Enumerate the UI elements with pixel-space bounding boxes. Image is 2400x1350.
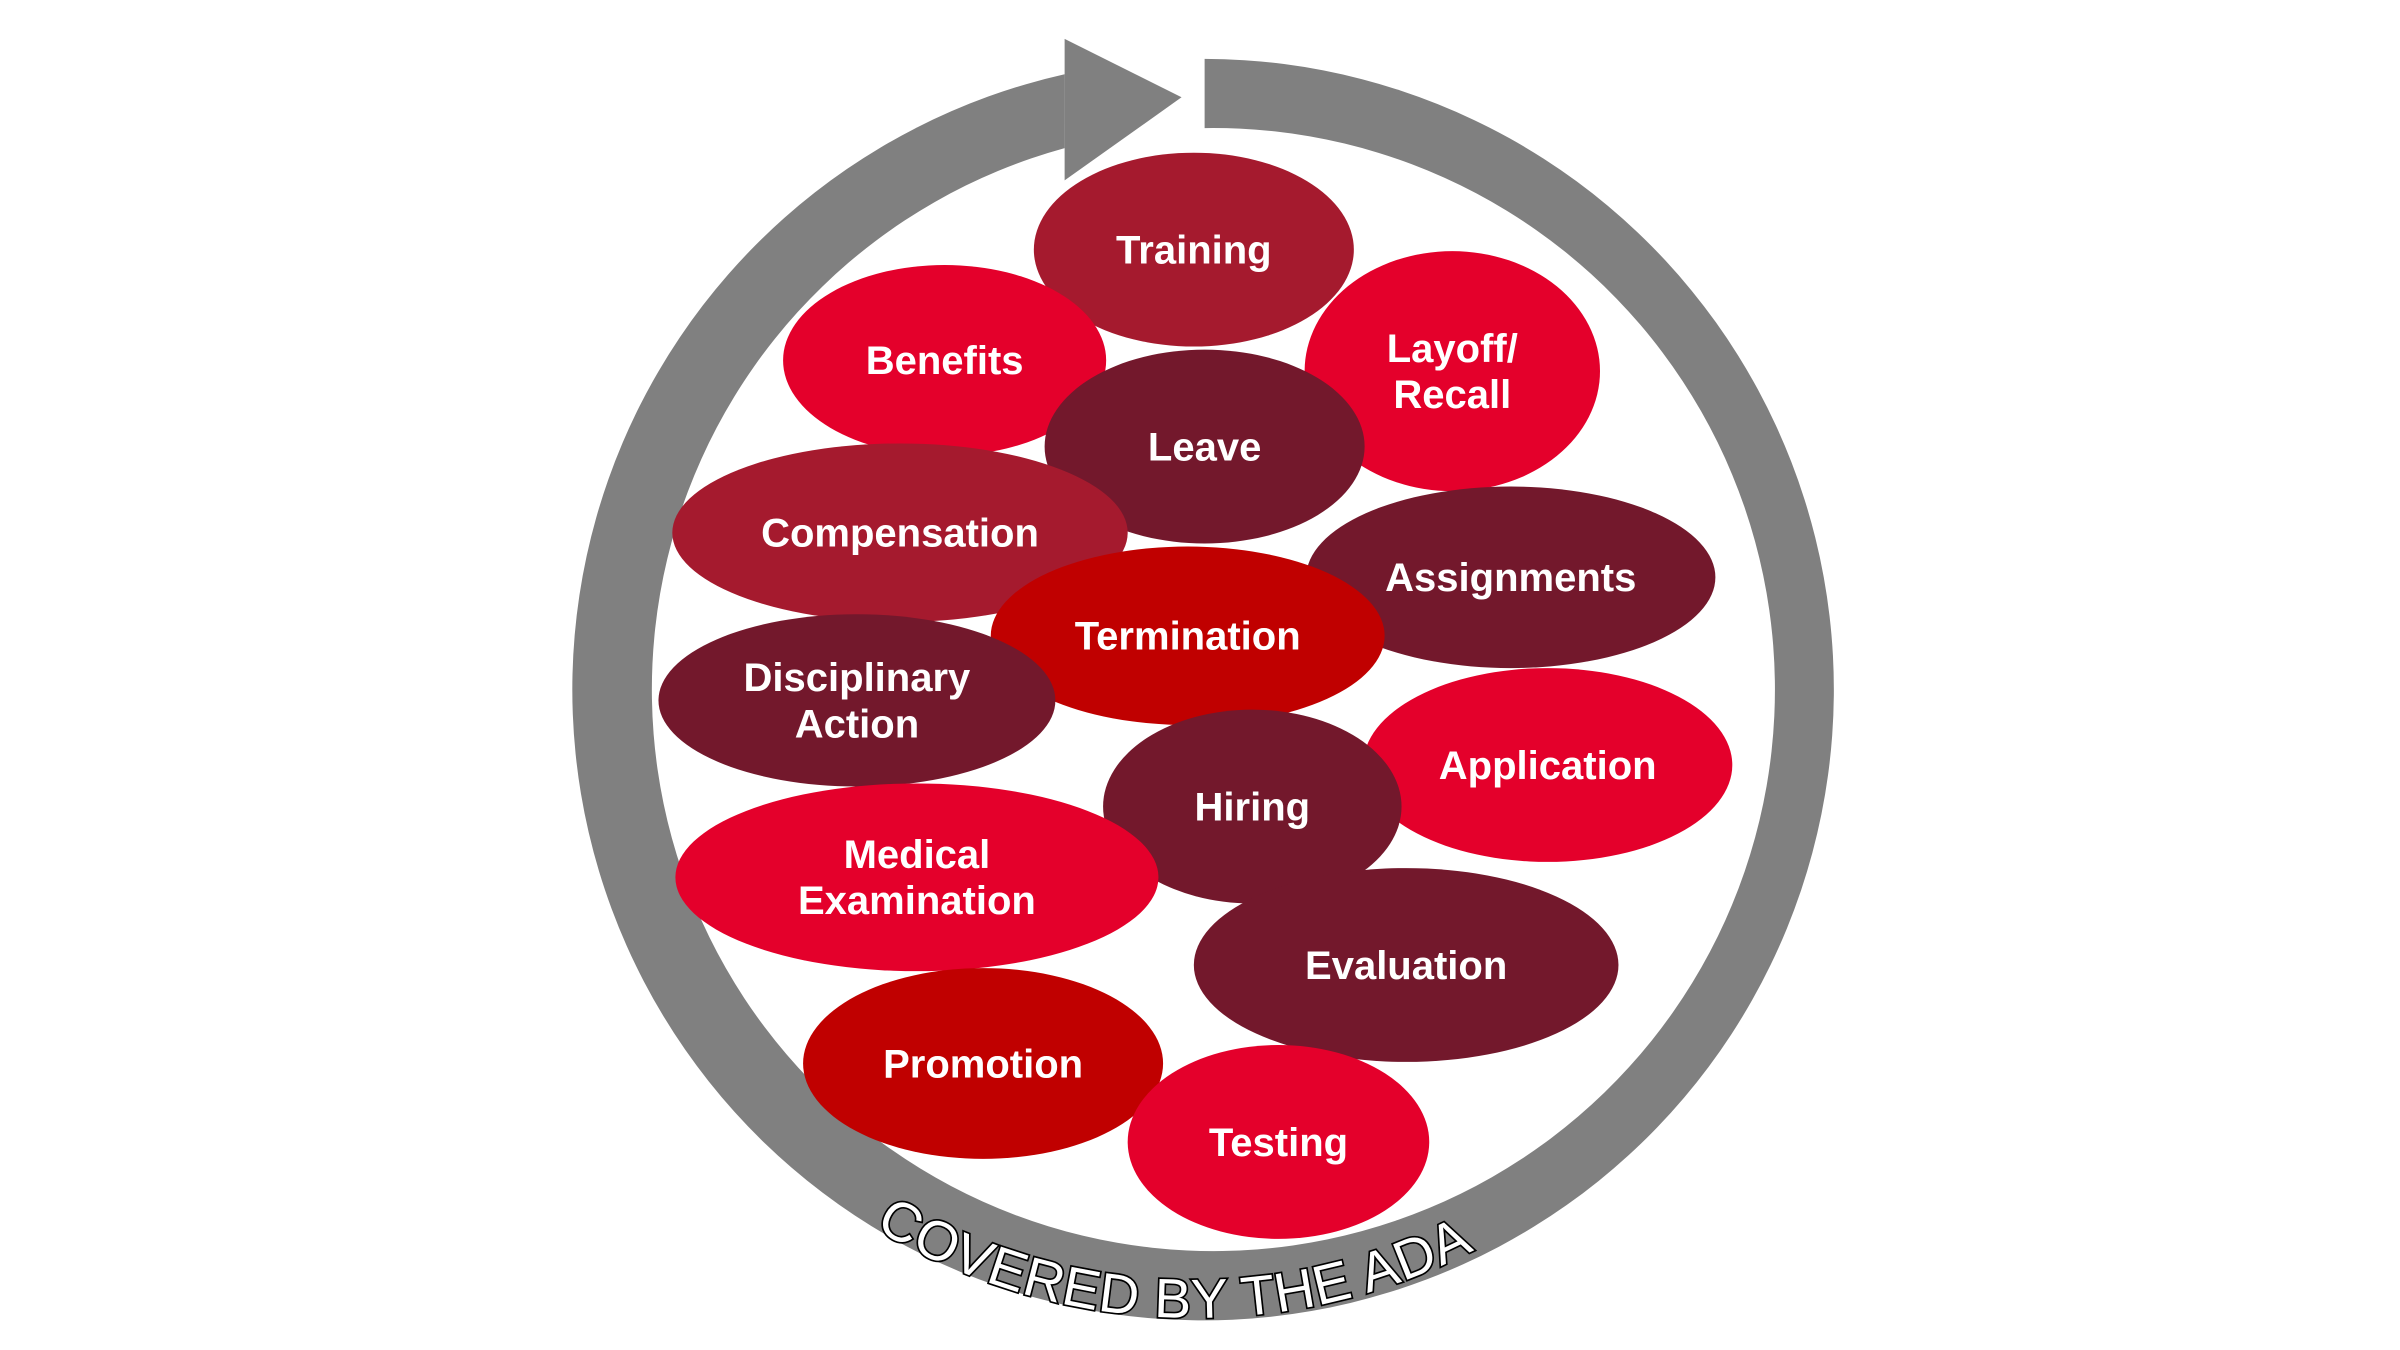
bubble-label: Medical xyxy=(844,833,991,877)
bubble-shape xyxy=(1193,868,1619,1062)
bubble-application: Application xyxy=(1363,668,1733,862)
bubble-label: Testing xyxy=(1209,1121,1348,1165)
bubble-shape xyxy=(1103,709,1402,904)
bubble-compensation: Compensation xyxy=(672,443,1128,622)
bubble-leave: Leave xyxy=(1044,349,1365,544)
bubble-label: Hiring xyxy=(1195,785,1311,829)
bubble-label: Disciplinary xyxy=(744,656,972,700)
bubble-label: Layoff/ xyxy=(1387,327,1518,371)
bubble-label: Application xyxy=(1439,744,1657,788)
bubble-label: Termination xyxy=(1075,615,1301,659)
bubble-shape xyxy=(1363,668,1733,862)
bubble-promotion: Promotion xyxy=(803,968,1164,1159)
cycle-ring xyxy=(572,38,1834,1321)
bubble-shape xyxy=(1044,349,1365,544)
bubble-training: Training xyxy=(1033,152,1354,347)
arrow-head-icon xyxy=(1064,38,1182,181)
bubble-shape xyxy=(990,546,1385,725)
bubble-shape xyxy=(1306,486,1716,669)
bubble-label: Leave xyxy=(1148,425,1261,469)
bubble-label: Training xyxy=(1116,228,1272,272)
bubble-shape xyxy=(1033,152,1354,347)
bubble-hiring: Hiring xyxy=(1103,709,1402,904)
bubble-assignments: Assignments xyxy=(1306,486,1716,669)
bubble-shape xyxy=(1304,251,1600,492)
bubble-shape xyxy=(1127,1045,1430,1239)
bubble-layoff-recall: Layoff/Recall xyxy=(1304,251,1600,492)
bubble-termination: Termination xyxy=(990,546,1385,725)
bubble-shape xyxy=(672,443,1128,622)
bubble-label: Evaluation xyxy=(1305,944,1507,988)
bubble-label: Recall xyxy=(1393,373,1511,417)
bubble-benefits: Benefits xyxy=(783,265,1107,456)
bubble-shape xyxy=(803,968,1164,1159)
bubble-label: Examination xyxy=(798,879,1036,923)
bubble-shape xyxy=(658,614,1056,787)
bubble-testing: Testing xyxy=(1127,1045,1430,1239)
bubble-label: Benefits xyxy=(866,339,1024,383)
bubble-label: Assignments xyxy=(1385,556,1636,600)
bubble-label: Promotion xyxy=(883,1042,1083,1086)
bubble-label: Compensation xyxy=(761,512,1039,556)
bubble-shape xyxy=(783,265,1107,456)
bubble-label: Action xyxy=(795,702,919,746)
bubble-shape xyxy=(675,783,1159,972)
bubble-evaluation: Evaluation xyxy=(1193,868,1619,1062)
